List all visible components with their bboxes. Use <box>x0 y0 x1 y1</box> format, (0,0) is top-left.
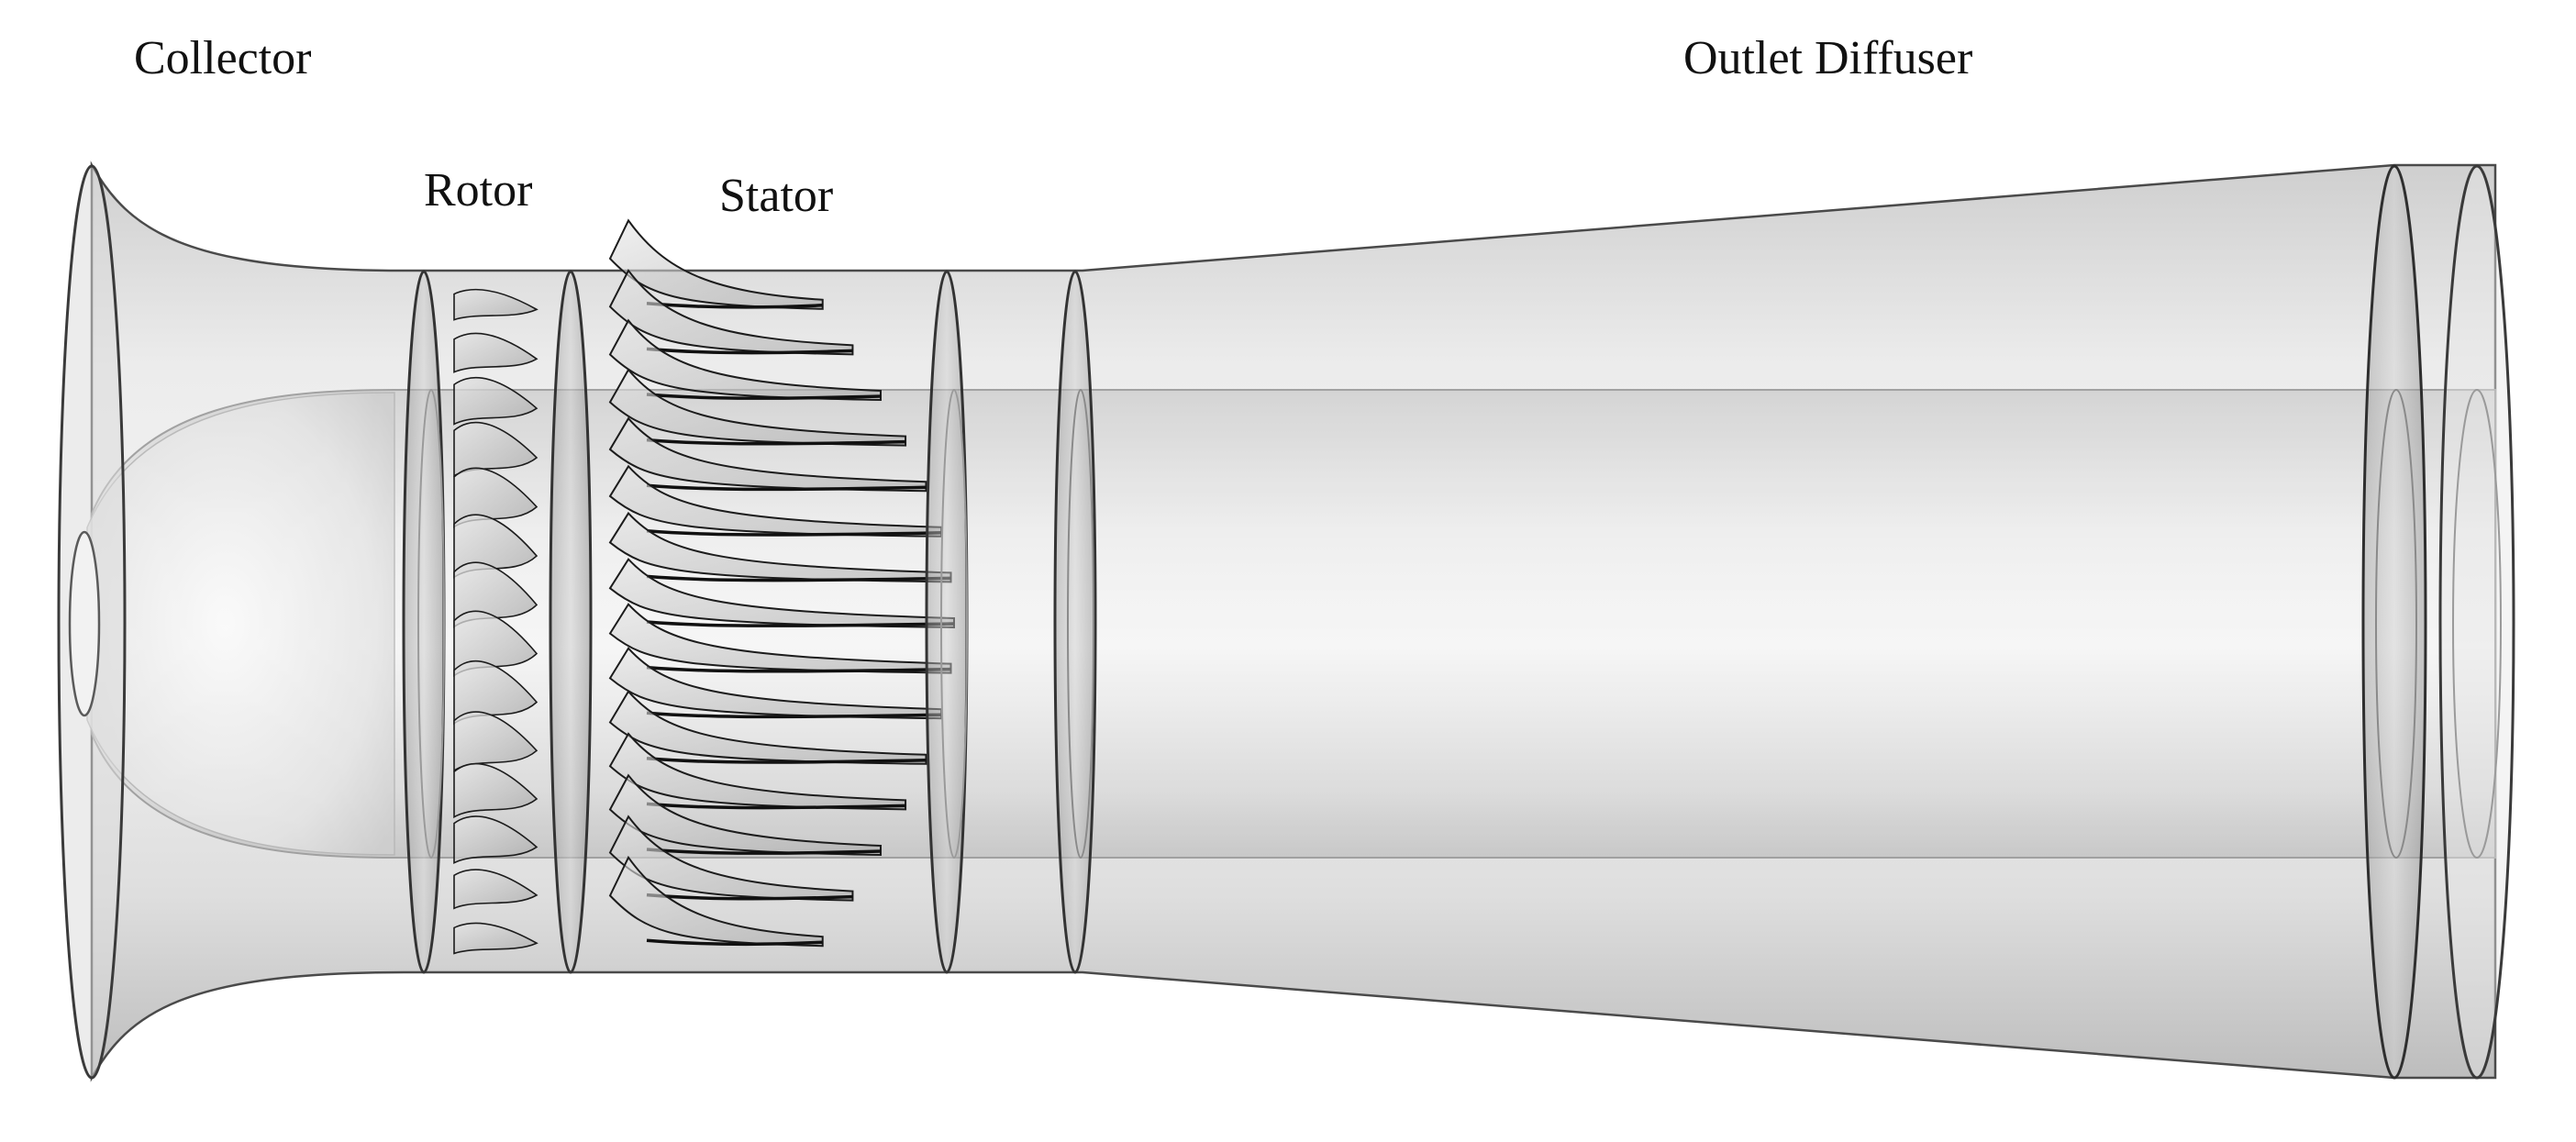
rotor-inlet-ring <box>402 270 446 974</box>
stator-vane-edge <box>646 665 951 673</box>
stator-vane-edge <box>646 802 906 810</box>
hub-ring-rotor <box>417 389 445 859</box>
nose-tip-ring <box>68 530 101 717</box>
interface-rings <box>402 270 1097 974</box>
rotor-label: Rotor <box>424 164 533 216</box>
collector-label: Collector <box>134 32 312 84</box>
rotor-blade <box>453 762 539 819</box>
stator-vane <box>608 416 927 493</box>
rotor-blade <box>453 332 539 373</box>
outlet-hub-ring-2 <box>2452 389 2502 859</box>
stator-vane-edge <box>646 393 882 400</box>
stator-vane-edge <box>646 620 955 627</box>
rotor-blade <box>453 869 539 910</box>
rotor-blade <box>453 815 539 865</box>
stator-vane-edge <box>646 347 853 355</box>
diffuser-inlet-ring <box>1053 270 1097 974</box>
hub-shaft <box>91 389 2496 859</box>
rotor-blade-row <box>453 288 539 955</box>
stator-vane <box>608 368 907 447</box>
stator-outlet-ring <box>925 270 969 974</box>
stator-vane <box>608 318 882 402</box>
stator-vane <box>608 855 824 948</box>
stator-vane <box>608 269 854 356</box>
stator-vane <box>608 732 907 811</box>
rotor-blade <box>453 922 539 955</box>
stator-vane-edge <box>646 757 927 764</box>
stator-vane-edge <box>646 711 942 719</box>
outlet-ring-outer <box>2438 164 2515 1080</box>
outlet-end-rings <box>2361 164 2515 1080</box>
nose-cone <box>86 392 395 856</box>
stator-vane <box>608 690 927 765</box>
hub-ring-diffuser <box>1067 389 1094 859</box>
stator-vane-edge <box>646 438 906 446</box>
stator-vane <box>608 773 882 857</box>
hub-ring-stator <box>940 389 968 859</box>
outlet-diffuser-label: Outlet Diffuser <box>1683 32 1973 84</box>
stator-vane-edge <box>646 483 927 492</box>
outlet-ring-inner <box>2361 164 2427 1080</box>
stator-vane-edge <box>646 574 951 582</box>
stator-vane <box>608 815 854 902</box>
stator-vane-edge <box>646 529 942 537</box>
stator-vane-edge <box>646 938 823 947</box>
stator-vane <box>608 218 824 310</box>
rotor-blade <box>453 377 539 426</box>
outlet-hub-ring-1 <box>2375 389 2417 859</box>
stator-label: Stator <box>719 170 834 222</box>
rotor-blade <box>453 288 539 321</box>
rotor-outlet-ring <box>549 270 593 974</box>
